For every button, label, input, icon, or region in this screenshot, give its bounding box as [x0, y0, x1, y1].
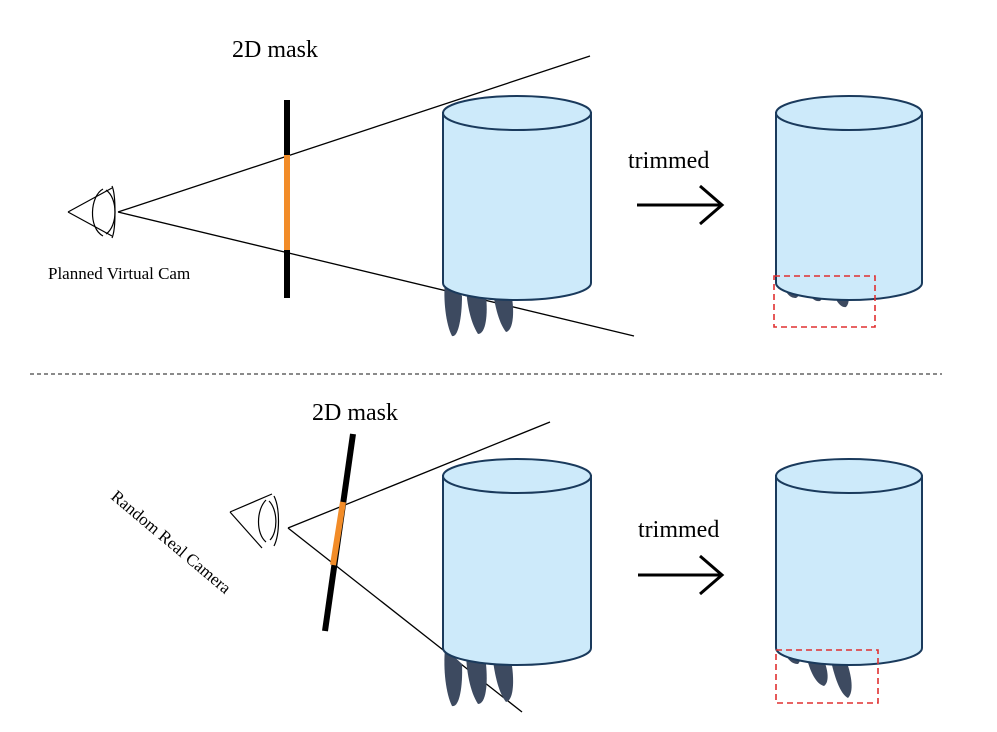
bottom-trimmed-cylinder	[775, 458, 923, 666]
cylinder-top	[775, 95, 923, 131]
top-panel: 2D mask Planned Virtual Cam trimmed	[48, 37, 923, 337]
blob	[830, 656, 852, 698]
top-camera-label: Planned Virtual Cam	[48, 264, 190, 283]
top-eye-icon	[67, 185, 116, 239]
cylinder-body	[775, 112, 923, 301]
bottom-panel: 2D mask Random Real Camera trimmed	[107, 400, 923, 713]
bottom-trim-arrow	[638, 554, 725, 596]
top-arrow-label: trimmed	[628, 148, 709, 174]
cylinder-body	[775, 475, 923, 666]
bottom-frustum-ray-upper	[287, 421, 551, 529]
bottom-2d-mask	[322, 433, 356, 632]
top-trim-arrow	[637, 184, 725, 226]
blob	[444, 648, 463, 707]
cylinder-top	[442, 95, 592, 131]
mask-highlight	[330, 501, 346, 566]
top-original-cylinder	[442, 95, 592, 301]
top-mask-label: 2D mask	[232, 37, 318, 63]
bottom-mask-label: 2D mask	[312, 400, 398, 426]
top-trimmed-region-box	[773, 275, 876, 328]
cylinder-top	[775, 458, 923, 494]
bottom-camera-label: Random Real Camera	[107, 487, 235, 598]
bottom-original-cylinder	[442, 458, 592, 666]
bottom-trimmed-region-box	[775, 649, 879, 704]
top-frustum-ray-lower	[117, 211, 635, 337]
top-trimmed-cylinder	[775, 95, 923, 301]
bottom-arrow-label: trimmed	[638, 517, 719, 543]
cylinder-body	[442, 112, 592, 301]
top-frustum-ray-upper	[117, 55, 591, 213]
cylinder-body	[442, 475, 592, 666]
cylinder-top	[442, 458, 592, 494]
bottom-eye-icon	[229, 493, 280, 549]
